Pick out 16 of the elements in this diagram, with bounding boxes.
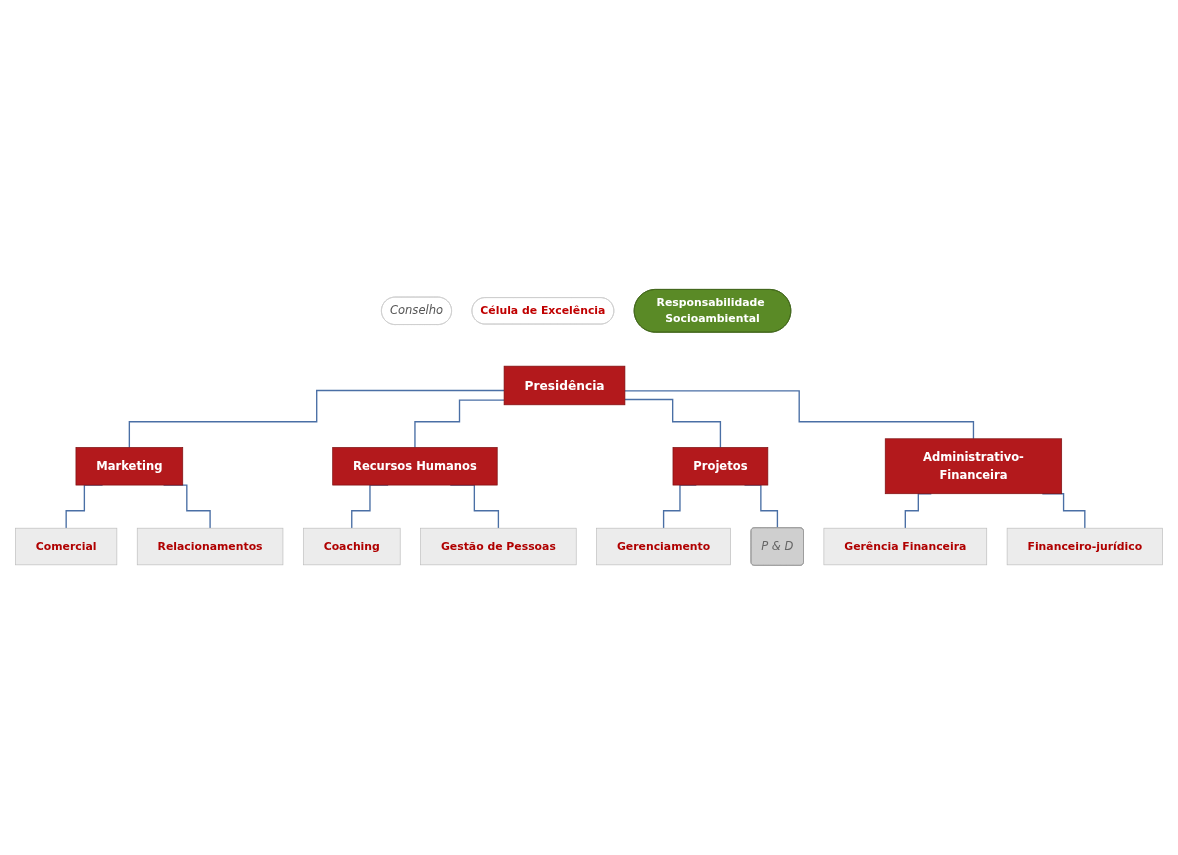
node-box: Relacionamentos [136, 527, 284, 566]
node-box: Marketing [75, 447, 184, 486]
connector [414, 399, 505, 449]
node-box: Projetos [672, 447, 769, 486]
node-box: Administrativo-Financeira [884, 438, 1063, 495]
node-box: Financeiro-jurídico [1006, 527, 1163, 566]
node-box: Comercial [15, 527, 118, 566]
node-box: Recursos Humanos [332, 447, 498, 486]
node-box: Presidência [503, 365, 626, 406]
connector [128, 389, 505, 449]
connector [624, 399, 722, 449]
node-box: Gerenciamento [596, 527, 731, 566]
connector [624, 390, 975, 440]
node-box: Gestão de Pessoas [420, 527, 577, 566]
node-box: Gerência Financeira [823, 527, 988, 566]
node-box: Coaching [303, 527, 401, 566]
